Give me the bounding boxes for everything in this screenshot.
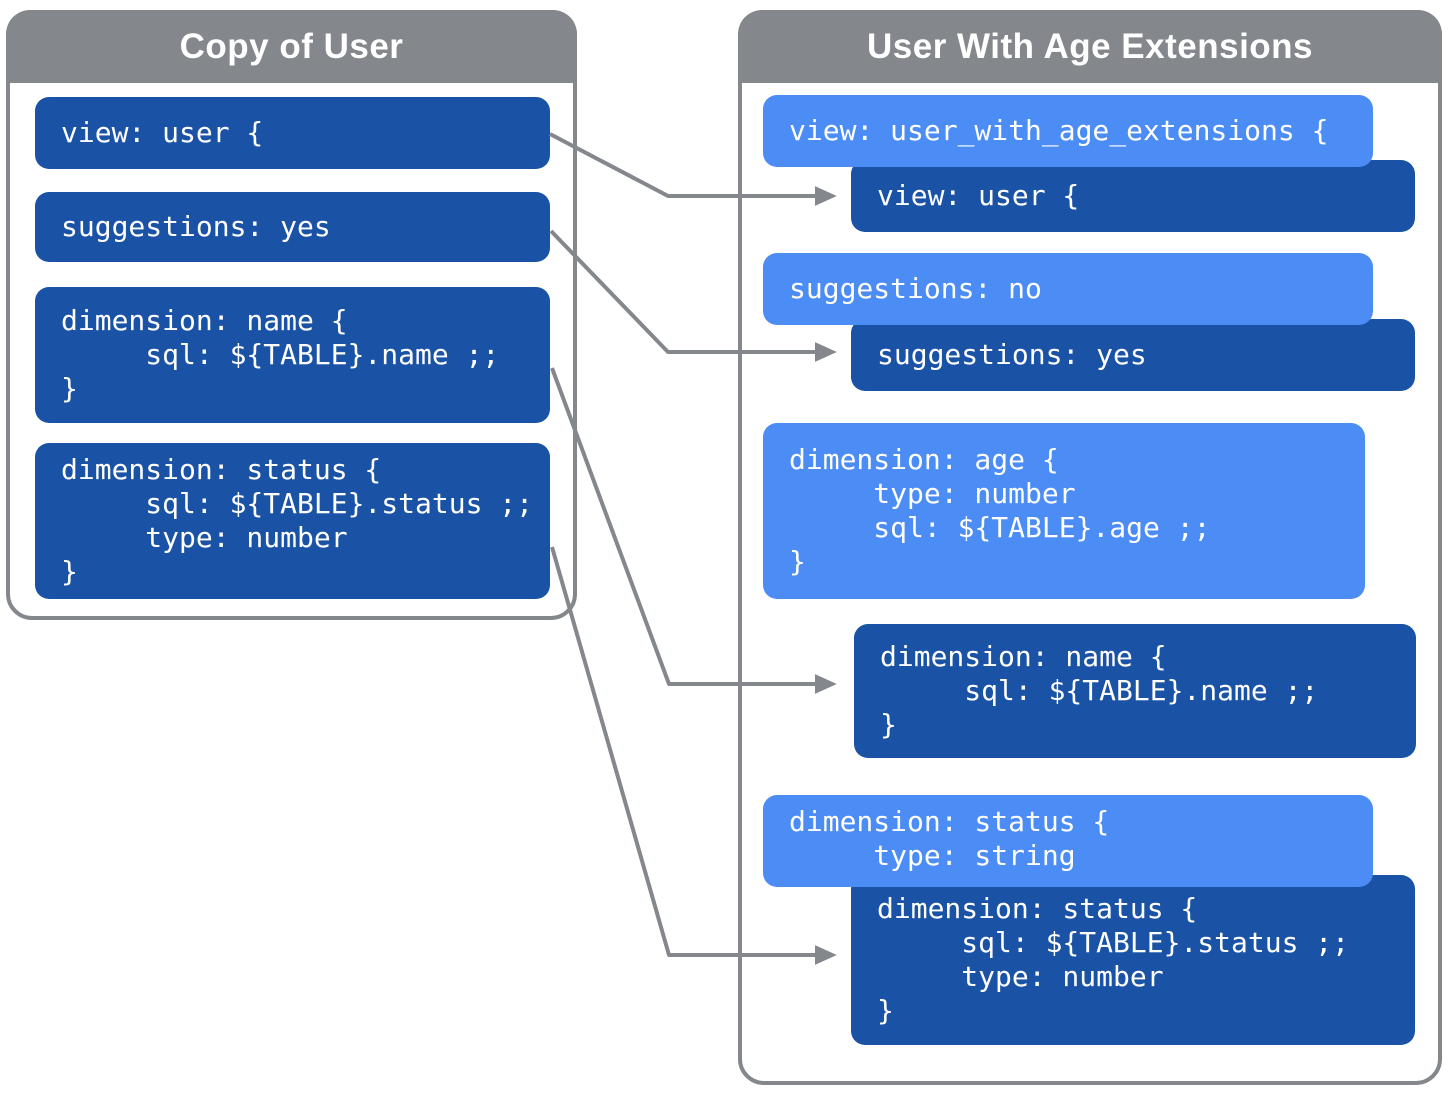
code-box-copy-dimension-status: dimension: status { sql: ${TABLE}.status… bbox=[35, 443, 550, 599]
code-box-dimension-status-override: dimension: status { type: string bbox=[763, 795, 1373, 887]
code-text: view: user_with_age_extensions { bbox=[789, 114, 1329, 147]
panel-copy-of-user-title: Copy of User bbox=[179, 26, 404, 66]
code-text: view: user { bbox=[877, 179, 1080, 212]
code-text: suggestions: yes bbox=[61, 210, 331, 243]
code-box-dimension-age: dimension: age { type: number sql: ${TAB… bbox=[763, 423, 1365, 599]
code-text: dimension: age { type: number sql: ${TAB… bbox=[789, 443, 1211, 578]
code-text: dimension: status { sql: ${TABLE}.status… bbox=[61, 453, 534, 588]
code-text: suggestions: yes bbox=[877, 338, 1147, 371]
code-box-copy-dimension-name: dimension: name { sql: ${TABLE}.name ;; … bbox=[35, 287, 550, 423]
code-text: dimension: status { sql: ${TABLE}.status… bbox=[877, 892, 1350, 1027]
code-box-suggestions-override: suggestions: no bbox=[763, 253, 1373, 325]
code-box-copy-suggestions: suggestions: yes bbox=[35, 192, 550, 262]
panel-extensions-title: User With Age Extensions bbox=[866, 26, 1314, 66]
code-box-copy-view: view: user { bbox=[35, 97, 550, 169]
code-text: dimension: name { sql: ${TABLE}.name ;; … bbox=[880, 640, 1319, 741]
code-text: suggestions: no bbox=[789, 272, 1042, 305]
code-text: dimension: name { sql: ${TABLE}.name ;; … bbox=[61, 304, 500, 405]
panel-extensions-header: User With Age Extensions bbox=[738, 10, 1442, 83]
code-box-view-extension: view: user_with_age_extensions { bbox=[763, 95, 1373, 167]
panel-copy-of-user: Copy of User view: user { suggestions: y… bbox=[6, 10, 577, 620]
code-box-inherited-dimension-status: dimension: status { sql: ${TABLE}.status… bbox=[851, 875, 1415, 1045]
code-box-inherited-suggestions: suggestions: yes bbox=[851, 319, 1415, 391]
code-text: dimension: status { type: string bbox=[789, 805, 1110, 872]
panel-copy-of-user-header: Copy of User bbox=[6, 10, 577, 83]
code-box-inherited-view: view: user { bbox=[851, 160, 1415, 232]
panel-user-with-age-extensions: User With Age Extensions view: user { vi… bbox=[738, 10, 1442, 1085]
code-box-inherited-dimension-name: dimension: name { sql: ${TABLE}.name ;; … bbox=[854, 624, 1416, 758]
code-text: view: user { bbox=[61, 116, 264, 149]
